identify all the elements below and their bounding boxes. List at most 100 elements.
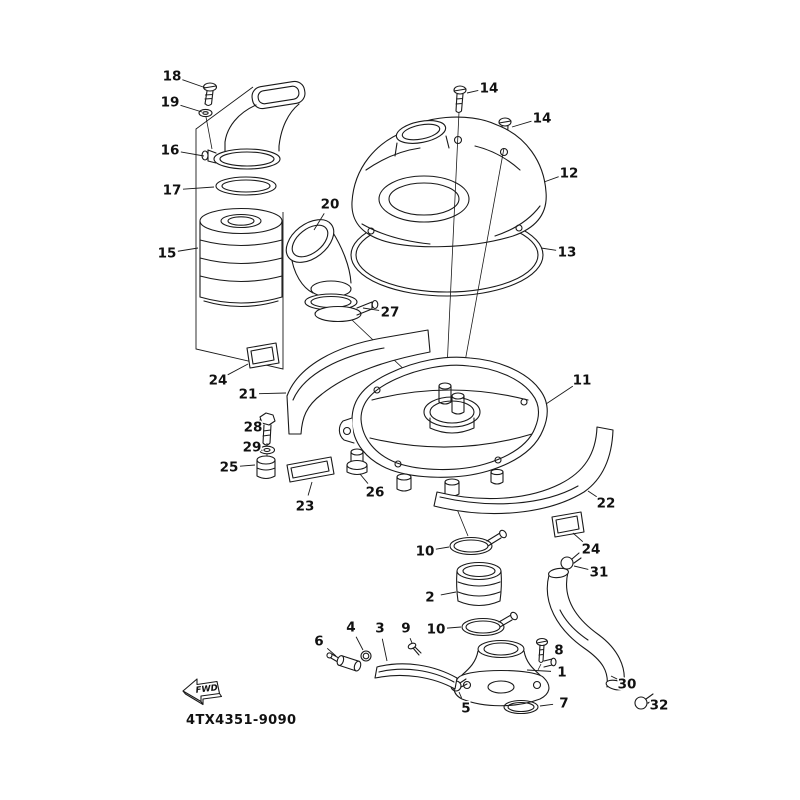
clamp-10-lower [461,611,518,637]
hose-3 [374,663,458,690]
callout-leader-10-24 [446,626,462,629]
callout-label-10-24: 10 [427,622,446,638]
grommet-25 [256,455,276,480]
screw-8 [535,637,549,664]
carb-joint-1 [453,639,557,707]
callout-label-22-19: 22 [597,496,616,512]
callout-label-29-14: 29 [243,440,262,456]
fwd-arrow: FWD [182,678,223,706]
callout-leader-14-6 [466,89,479,94]
o-ring-4 [360,650,372,662]
callout-label-11-18: 11 [573,373,592,389]
callout-label-6-25: 6 [314,634,323,650]
callout-label-20-5: 20 [321,197,340,213]
callout-label-21-12: 21 [239,387,258,403]
ring-17 [215,176,277,196]
callout-leader-20-5 [313,213,325,231]
callout-leader-10-21 [435,546,450,550]
callout-leader-6-25 [326,647,337,657]
callout-leader-22-19 [587,490,598,498]
callout-label-28-13: 28 [244,420,263,436]
callout-label-32-34: 32 [650,698,669,714]
callout-label-13-9: 13 [558,245,577,261]
callout-label-14-6: 14 [480,81,499,97]
callout-leader-19-1 [180,104,203,113]
callout-leader-1-30 [526,669,552,672]
pad-24-right [551,511,585,538]
callout-layer: 18 19 16 17 15 20 14 14 12 13 27 24 21 28 29 2 5 23 26 11 22… [156,67,670,718]
callout-leader-31-22 [573,565,589,570]
clamp-16 [201,148,281,170]
air-cleaner-case-11 [338,356,548,509]
callout-label-24-20: 24 [582,542,601,558]
grommet-26 [346,448,368,476]
gasket-7 [503,699,539,715]
callout-label-16-2: 16 [161,143,180,159]
joint-20 [285,219,352,298]
callout-label-4-26: 4 [346,620,355,636]
callout-leader-24-11 [227,363,249,376]
callout-label-7-33: 7 [559,696,568,712]
callout-leader-28-13 [258,418,262,422]
callout-leader-16-2 [180,151,205,157]
callout-leader-5-32 [458,691,463,699]
axis-line-18 [205,116,213,150]
callout-label-23-16: 23 [296,499,315,515]
callout-label-30-31: 30 [618,677,637,693]
callout-leader-13-9 [540,247,557,251]
air-filter-15 [199,207,283,307]
bolt-28 [259,412,276,446]
callout-label-19-1: 19 [161,95,180,111]
callout-leader-27-10 [362,307,380,311]
fwd-label: FWD [195,683,218,696]
callout-label-10-21: 10 [416,544,435,560]
washer-29 [258,445,276,455]
side-cover-22 [433,426,614,515]
callout-leader-25-15 [239,464,256,467]
callout-leader-7-33 [539,703,554,707]
callout-label-26-17: 26 [366,485,385,501]
callout-label-5-32: 5 [461,701,470,717]
callout-label-8-29: 8 [554,643,563,659]
callout-label-14-7: 14 [533,111,552,127]
callout-leader-23-16 [307,481,313,496]
callout-leader-30-31 [610,675,618,680]
clip-32 [634,693,656,710]
screw-14-left [453,85,467,114]
clamp-10-upper [449,529,507,556]
fitting-6 [326,652,362,672]
callout-label-17-3: 17 [163,183,182,199]
callout-label-3-27: 3 [375,621,384,637]
callout-leader-18-0 [182,79,207,89]
callout-leader-29-14 [257,448,263,451]
callout-leader-4-26 [355,636,364,651]
screw-9 [407,642,422,656]
callout-leader-15-4 [177,247,199,252]
callout-leader-14-7 [511,120,532,128]
case-cap-12 [351,116,547,248]
joint-2 [456,561,502,607]
screw-18 [202,82,218,107]
intake-elbow-duct [224,80,306,152]
callout-label-15-4: 15 [158,246,177,262]
callout-label-12-8: 12 [560,166,579,182]
washer-19 [198,108,213,118]
pad-24-left [246,342,280,369]
hose-30 [546,567,626,691]
callout-label-27-10: 27 [381,305,400,321]
clamp-27 [304,293,379,323]
axis-line-8 [537,663,542,671]
callout-leader-3-27 [381,638,388,662]
callout-leader-12-8 [543,176,559,183]
clip-31 [560,552,582,570]
callout-leader-11-18 [545,385,574,405]
pad-23 [286,456,335,483]
diagram-code: 4TX4351-9090 [186,713,297,728]
callout-label-2-23: 2 [425,590,434,606]
callout-leader-17-3 [182,186,215,190]
callout-label-31-22: 31 [590,565,609,581]
callout-label-18-0: 18 [163,69,182,85]
callout-leader-2-23 [440,591,457,596]
side-cover-21 [286,329,431,435]
